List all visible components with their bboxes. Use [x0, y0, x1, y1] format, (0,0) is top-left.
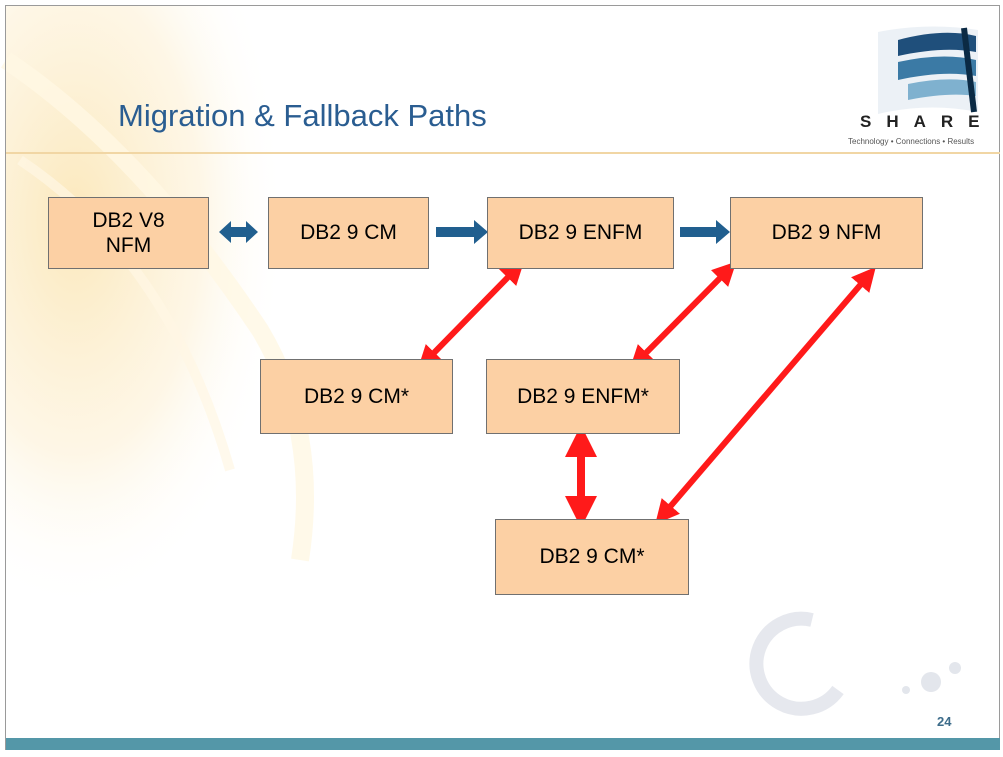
- page-number: 24: [937, 714, 952, 729]
- share-logo-icon: [878, 26, 978, 115]
- title-divider: [6, 152, 1000, 154]
- fallback-arrow-nfm-enfm-star: [629, 261, 737, 370]
- node-db2-9-cm: DB2 9 CM: [268, 197, 429, 269]
- migration-arrow-enfm-nfm: [680, 220, 730, 244]
- node-db2-v8-nfm: DB2 V8 NFM: [48, 197, 209, 269]
- logo-wordmark: SHARE: [860, 112, 995, 131]
- node-db2-9-cm-star-2: DB2 9 CM*: [495, 519, 689, 595]
- node-db2-9-enfm: DB2 9 ENFM: [487, 197, 674, 269]
- logo-tagline: Technology • Connections • Results: [848, 137, 975, 146]
- node-db2-9-enfm-star: DB2 9 ENFM*: [486, 359, 680, 434]
- migration-arrow-v8-cm: [219, 221, 258, 243]
- node-db2-9-nfm: DB2 9 NFM: [730, 197, 923, 269]
- node-db2-9-cm-star-1: DB2 9 CM*: [260, 359, 453, 434]
- fallback-arrow-nfm-cm-star-2: [655, 266, 876, 525]
- slide-title: Migration & Fallback Paths: [118, 98, 487, 133]
- footer-bar: [6, 738, 1000, 750]
- fallback-arrow-enfm-cm-star: [417, 260, 525, 370]
- migration-arrow-cm-enfm: [436, 220, 488, 244]
